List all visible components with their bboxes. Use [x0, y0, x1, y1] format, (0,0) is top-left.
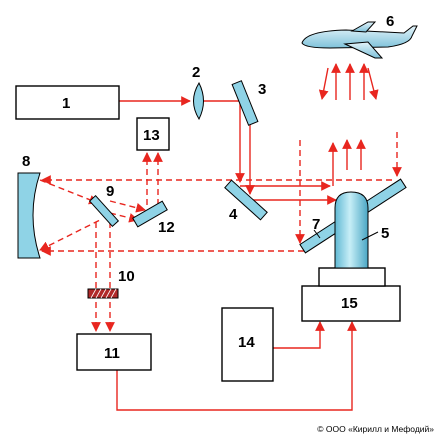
- label-6: 6: [386, 13, 394, 30]
- label-10: 10: [118, 268, 135, 285]
- mirror-3: [231, 80, 259, 126]
- dome-5: [334, 191, 369, 269]
- label-13: 13: [143, 127, 160, 144]
- label-15: 15: [341, 295, 358, 312]
- filter-hatching: [90, 288, 117, 299]
- mirror9-to-mirror12-a: [109, 200, 146, 213]
- mirror-9: [88, 194, 120, 228]
- dome-pedestal: [318, 267, 386, 287]
- signal-line-14-to-15: [273, 321, 325, 349]
- label-14: 14: [238, 334, 255, 351]
- mirror-4: [224, 179, 268, 221]
- mirror7-leader-line: [313, 229, 321, 239]
- detector-13-box: [136, 117, 170, 151]
- label-5: 5: [381, 225, 389, 242]
- label-11: 11: [104, 345, 120, 362]
- aircraft-ray-right-down: [367, 67, 379, 100]
- label-7: 7: [312, 216, 320, 233]
- unit-15-box: [301, 285, 401, 322]
- label-9: 9: [106, 183, 114, 200]
- detector-11-box: [76, 333, 152, 371]
- label-2: 2: [192, 64, 200, 81]
- dome-leader-line: [361, 231, 379, 241]
- laser-box: [15, 85, 120, 120]
- copyright-text: © ООО «Кирилл и Мефодий»: [317, 424, 434, 434]
- filter-10: [87, 288, 119, 299]
- signal-line-11-to-15: [116, 321, 357, 411]
- label-3: 3: [258, 81, 266, 98]
- primary-mirror-8: [17, 172, 41, 259]
- label-8: 8: [22, 153, 30, 170]
- aircraft-6: [301, 21, 418, 59]
- aircraft-ray-left-down: [318, 67, 329, 100]
- label-4: 4: [229, 206, 238, 223]
- primary-to-secondary-lower: [39, 219, 101, 251]
- primary-to-secondary-upper: [39, 179, 99, 205]
- unit-14-box: [221, 307, 274, 382]
- lens: [193, 81, 204, 121]
- mirror-12: [132, 200, 168, 228]
- label-1: 1: [62, 95, 70, 112]
- beam-paths: [39, 63, 402, 411]
- label-12: 12: [158, 219, 175, 236]
